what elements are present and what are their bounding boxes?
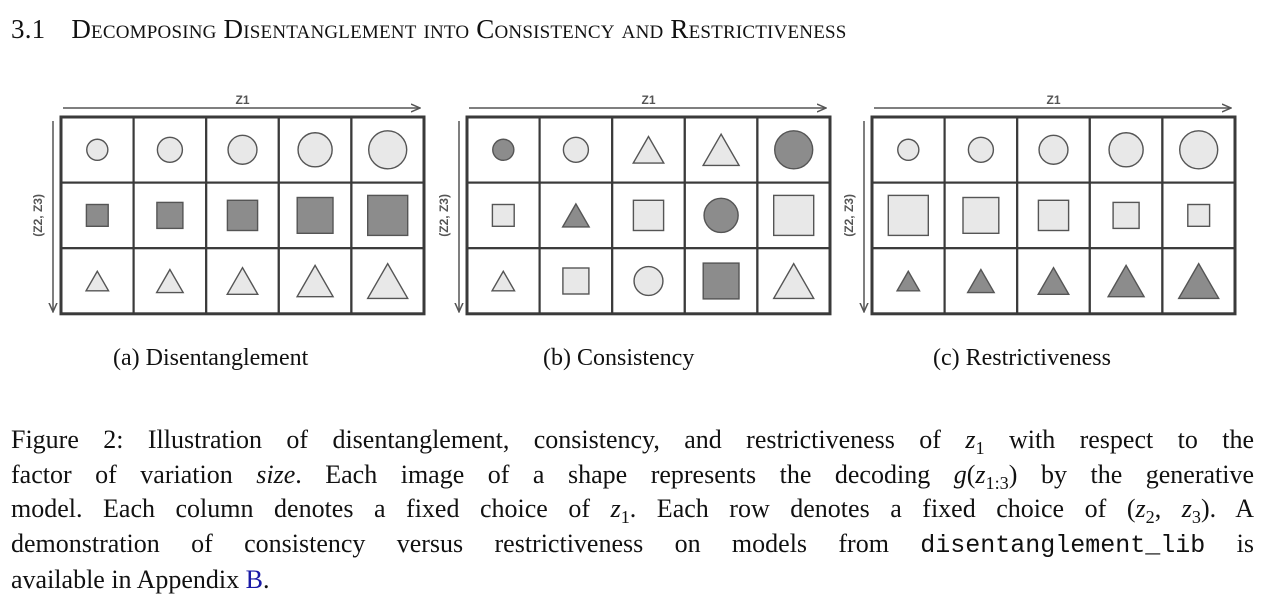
shape-triangle (490, 269, 516, 292)
panel-restrictiveness: Z1 (Z2, Z3) (842, 92, 1237, 322)
shape-circle (1038, 134, 1069, 165)
subcaption-c: (c) Restrictiveness (933, 345, 1111, 371)
section-heading: 3.1 Decomposing Disentanglement into Cons… (11, 14, 847, 45)
shape-square (226, 199, 259, 232)
x-axis-label: Z1 (1046, 93, 1060, 107)
panel-consistency: Z1 (Z2, Z3) (437, 92, 832, 322)
shape-grid (870, 115, 1237, 316)
shape-triangle (701, 132, 741, 167)
grid-figure-disentanglement: Z1 (Z2, Z3) (31, 93, 426, 316)
section-number: 3.1 (11, 14, 46, 44)
panel-disentanglement: Z1 (Z2, Z3) (31, 92, 426, 322)
shape-circle (967, 136, 995, 163)
shape-triangle (1037, 266, 1070, 295)
shape-triangle (966, 268, 996, 294)
shape-square (702, 262, 740, 300)
caption-line-3: model. Each column denotes a fixed choic… (11, 494, 1254, 528)
y-axis-label: (Z2, Z3) (842, 194, 856, 237)
shape-circle (227, 134, 258, 165)
grid-cell (1016, 247, 1091, 315)
shape-square (1037, 199, 1070, 232)
shape-square (367, 194, 409, 237)
grid-figure-restrictiveness: Z1 (Z2, Z3) (842, 93, 1237, 316)
grid-border (465, 115, 832, 316)
section-title: Decomposing Disentanglement into Consist… (71, 14, 847, 44)
shape-triangle (366, 262, 409, 300)
subcaption-b: (b) Consistency (543, 345, 695, 371)
shape-square (296, 196, 334, 234)
grid-cell (277, 247, 353, 315)
shape-square (1112, 201, 1140, 230)
x-axis-label: Z1 (641, 93, 655, 107)
shape-circle (368, 130, 408, 170)
y-axis-label: (Z2, Z3) (31, 194, 45, 237)
grid-border (59, 115, 426, 316)
shape-square (85, 203, 109, 227)
shape-square (887, 194, 929, 237)
shape-circle (633, 265, 664, 297)
shape-circle (86, 138, 109, 162)
shape-circle (703, 197, 739, 234)
shape-square (773, 194, 815, 237)
shape-circle (562, 136, 590, 163)
shape-triangle (1106, 263, 1146, 298)
shape-triangle (561, 202, 591, 228)
shape-triangle (772, 262, 815, 300)
shape-circle (1108, 132, 1144, 168)
shape-triangle (84, 269, 110, 292)
appendix-link[interactable]: B (245, 565, 264, 594)
code-disentanglement-lib: disentanglement_lib (920, 530, 1206, 560)
grid-border (870, 115, 1237, 316)
shape-square (632, 199, 665, 232)
shape-triangle (1177, 262, 1220, 300)
shape-square (562, 267, 590, 295)
shape-circle (774, 130, 814, 170)
shape-triangle (895, 269, 921, 292)
shape-triangle (632, 135, 665, 164)
shape-circle (897, 138, 920, 162)
subcaption-a: (a) Disentanglement (113, 345, 309, 371)
y-axis-label: (Z2, Z3) (437, 194, 451, 237)
caption-line-5: available in Appendix B. (11, 565, 270, 594)
shape-square (962, 196, 1000, 234)
figure-caption: Figure 2: Illustration of disentanglemen… (11, 423, 1254, 598)
shape-triangle (226, 266, 259, 295)
shape-triangle (155, 268, 185, 294)
shape-square (491, 203, 515, 227)
shape-triangle (295, 263, 335, 298)
x-axis-label: Z1 (235, 93, 249, 107)
grid-figure-consistency: Z1 (Z2, Z3) (437, 93, 832, 316)
shape-circle (492, 138, 515, 162)
caption-line-2: factor of variation size. Each image of … (11, 459, 1255, 493)
shape-circle (1179, 130, 1219, 170)
caption-line-4: demonstration of consistency versus rest… (11, 528, 1254, 560)
shape-grid (465, 115, 832, 316)
shape-circle (297, 132, 333, 168)
caption-line-1: Figure 2: Illustration of disentanglemen… (11, 425, 1254, 459)
shape-square (156, 201, 184, 230)
shape-square (1187, 203, 1211, 227)
shape-circle (156, 136, 184, 163)
shape-grid (59, 115, 426, 316)
